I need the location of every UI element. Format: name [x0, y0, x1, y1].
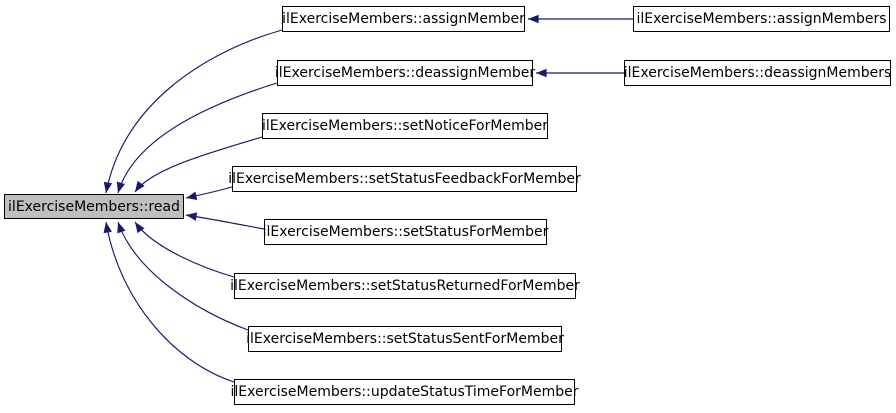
- node-deassignMembers[interactable]: ilExerciseMembers::deassignMembers: [624, 60, 891, 86]
- node-setNoticeForMember[interactable]: ilExerciseMembers::setNoticeForMember: [262, 113, 548, 139]
- node-deassignMembers-label: ilExerciseMembers::deassignMembers: [623, 65, 892, 81]
- edge-setNoticeForMember-to-read: [134, 136, 263, 193]
- edge-updateStatusTimeForMember-to-read: [103, 221, 235, 383]
- node-setStatusReturnedForMember[interactable]: ilExerciseMembers::setStatusReturnedForM…: [230, 273, 580, 299]
- node-updateStatusTimeForMember-label: ilExerciseMembers::updateStatusTimeForMe…: [230, 384, 579, 400]
- node-setNoticeForMember-label: ilExerciseMembers::setNoticeForMember: [262, 118, 548, 134]
- node-assignMember[interactable]: ilExerciseMembers::assignMember: [282, 6, 525, 32]
- node-deassignMember-label: ilExerciseMembers::deassignMember: [274, 65, 536, 81]
- node-setStatusSentForMember[interactable]: ilExerciseMembers::setStatusSentForMembe…: [246, 326, 564, 352]
- edge-deassignMember-to-read: [116, 82, 278, 194]
- node-setStatusReturnedForMember-label: ilExerciseMembers::setStatusReturnedForM…: [230, 278, 580, 294]
- edge-setStatusForMember-to-read: [185, 212, 265, 230]
- edge-setStatusFeedbackForMember-to-read: [185, 186, 233, 200]
- node-assignMember-label: ilExerciseMembers::assignMember: [282, 11, 525, 27]
- node-updateStatusTimeForMember[interactable]: ilExerciseMembers::updateStatusTimeForMe…: [231, 379, 579, 405]
- edge-assignMember-to-read: [103, 29, 283, 194]
- edge-setStatusSentForMember-to-read: [117, 221, 249, 331]
- node-setStatusFeedbackForMember-label: ilExerciseMembers::setStatusFeedbackForM…: [228, 171, 581, 187]
- node-read: ilExerciseMembers::read: [4, 194, 184, 219]
- edge-setStatusReturnedForMember-to-read: [134, 221, 235, 278]
- node-setStatusSentForMember-label: ilExerciseMembers::setStatusSentForMembe…: [246, 331, 564, 347]
- node-deassignMember[interactable]: ilExerciseMembers::deassignMember: [274, 60, 536, 86]
- node-read-label: ilExerciseMembers::read: [8, 198, 180, 215]
- node-setStatusFeedbackForMember[interactable]: ilExerciseMembers::setStatusFeedbackForM…: [228, 166, 581, 192]
- node-setStatusForMember-label: ilExerciseMembers::setStatusForMember: [262, 224, 549, 240]
- node-assignMembers[interactable]: ilExerciseMembers::assignMembers: [633, 6, 890, 32]
- node-setStatusForMember[interactable]: ilExerciseMembers::setStatusForMember: [262, 219, 549, 245]
- node-assignMembers-label: ilExerciseMembers::assignMembers: [636, 11, 887, 27]
